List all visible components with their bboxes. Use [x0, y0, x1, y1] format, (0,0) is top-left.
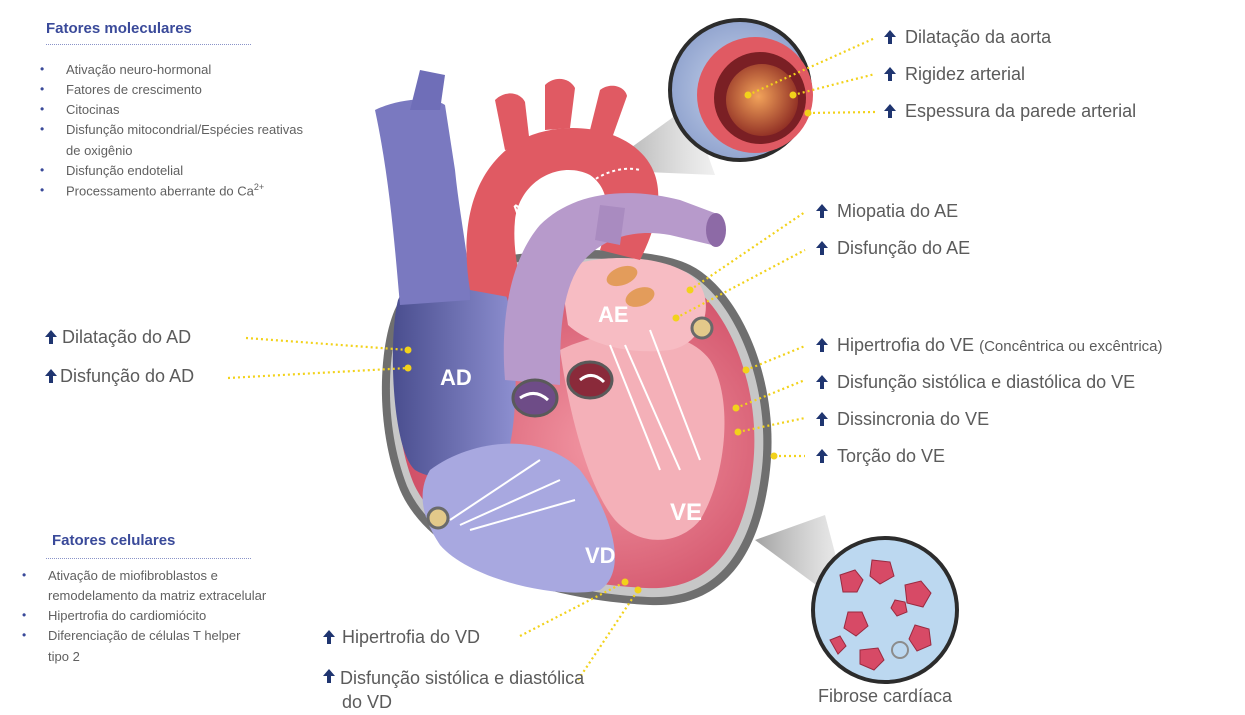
ca-text: Processamento aberrante do Ca	[66, 183, 254, 198]
ca-superscript: 2+	[254, 182, 264, 192]
vd-label: VD	[585, 543, 616, 568]
list-item: Ativação de miofibroblastos e remodelame…	[22, 566, 283, 606]
molecular-factors-title: Fatores moleculares	[46, 20, 192, 37]
aortic-branch	[495, 93, 530, 150]
up-arrow-icon	[322, 666, 340, 684]
up-arrow-icon	[815, 446, 837, 464]
vd-dysfunction-label: Disfunção sistólica e diastólica do VD	[322, 666, 584, 715]
ae-label: AE	[598, 302, 629, 327]
sa-node	[692, 318, 712, 338]
pulmonary-valve	[513, 380, 557, 416]
ve-hypertrophy-note: (Concêntrica ou excêntrica)	[979, 338, 1162, 355]
fibrosis-caption: Fibrose cardíaca	[818, 686, 952, 707]
fibrosis-micrograph	[813, 538, 957, 682]
ad-label: AD	[440, 365, 472, 390]
up-arrow-icon	[815, 372, 837, 390]
ad-dilation-label: Dilatação do AD	[44, 327, 191, 348]
vena-cava-branch	[410, 70, 445, 110]
wall-thickness-label: Espessura da parede arterial	[883, 101, 1136, 122]
up-arrow-icon	[815, 409, 837, 427]
list-item: Diferenciação de células T helper tipo 2	[22, 626, 253, 666]
aortic-branch	[590, 86, 627, 138]
arterial-stiffness-label: Rigidez arterial	[883, 64, 1025, 85]
up-arrow-icon	[322, 627, 342, 645]
molecular-factors-list: Ativação neuro-hormonal Fatores de cresc…	[40, 60, 340, 201]
aorta-dilation-label: Dilatação da aorta	[883, 27, 1051, 48]
up-arrow-icon	[815, 201, 837, 219]
ae-myopathy-label: Miopatia do AE	[815, 201, 958, 222]
ae-dysfunction-label: Disfunção do AE	[815, 238, 970, 259]
ad-dysfunction-label: Disfunção do AD	[44, 366, 194, 387]
up-arrow-icon	[44, 366, 60, 384]
list-item: Disfunção mitocondrial/Espécies reativas…	[40, 120, 316, 160]
up-arrow-icon	[883, 64, 905, 82]
ve-hypertrophy-label: Hipertrofia do VE (Concêntrica ou excênt…	[815, 335, 1163, 356]
up-arrow-icon	[815, 238, 837, 256]
cellular-factors-title: Fatores celulares	[52, 532, 175, 549]
aortic-branch	[545, 79, 575, 130]
list-item: Disfunção endotelial	[40, 161, 340, 181]
up-arrow-icon	[815, 335, 837, 353]
cellular-factors-rule	[46, 558, 251, 559]
superior-vena-cava	[375, 100, 470, 305]
ve-dyssynchrony-label: Dissincronia do VE	[815, 409, 989, 430]
ve-torsion-label: Torção do VE	[815, 446, 945, 467]
cellular-factors-list: Ativação de miofibroblastos e remodelame…	[22, 566, 307, 667]
up-arrow-icon	[44, 327, 62, 345]
list-item: Ativação neuro-hormonal	[40, 60, 340, 80]
up-arrow-icon	[883, 27, 905, 45]
av-node	[428, 508, 448, 528]
list-item: Processamento aberrante do Ca2+	[40, 181, 340, 201]
pulmonary-branch	[595, 205, 625, 245]
list-item: Citocinas	[40, 100, 340, 120]
aortic-valve	[568, 362, 612, 398]
pulmonary-artery-end	[706, 213, 726, 247]
molecular-factors-rule	[46, 44, 251, 45]
list-item: Fatores de crescimento	[40, 80, 340, 100]
ve-dysfunction-label: Disfunção sistólica e diastólica do VE	[815, 372, 1135, 393]
up-arrow-icon	[883, 101, 905, 119]
ve-label: VE	[670, 499, 702, 526]
aorta-cross-section	[670, 20, 813, 160]
list-item: Hipertrofia do cardiomiócito	[22, 606, 307, 626]
vd-hypertrophy-label: Hipertrofia do VD	[322, 627, 480, 648]
